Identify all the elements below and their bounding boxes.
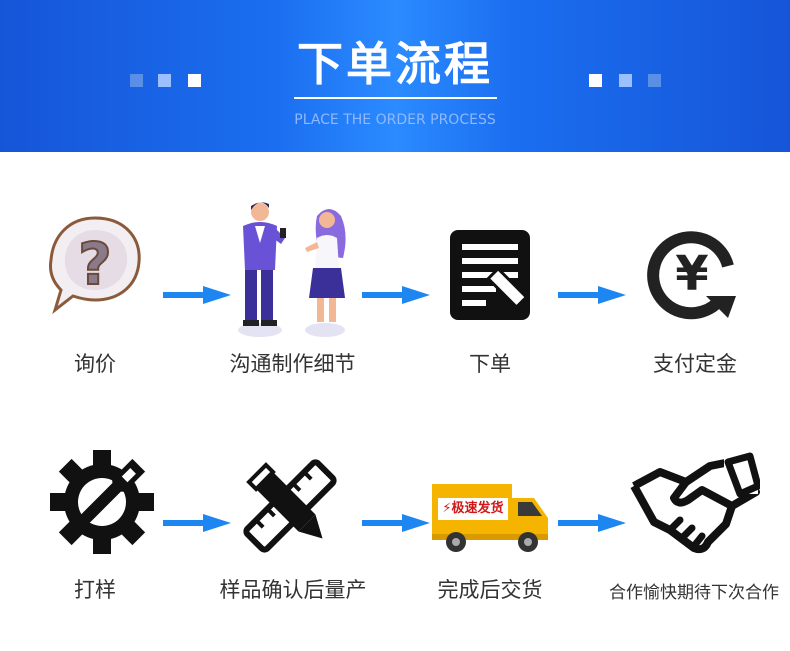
arrow-right-icon bbox=[362, 286, 430, 304]
decor-square bbox=[648, 74, 661, 87]
handshake-icon bbox=[630, 452, 762, 554]
step-label: 合作愉快期待下次合作 bbox=[609, 583, 779, 603]
title-underline bbox=[294, 97, 497, 99]
step-deposit: ¥ bbox=[646, 226, 741, 325]
svg-text:¥: ¥ bbox=[675, 246, 708, 302]
question-bubble-icon: ? bbox=[49, 216, 141, 315]
step-inquiry: ? bbox=[45, 212, 145, 321]
step-label: 询价 bbox=[74, 352, 116, 376]
step-label: 下单 bbox=[469, 352, 511, 376]
step-delivery: ⚡极速发货 bbox=[430, 478, 550, 554]
page-subtitle: PLACE THE ORDER PROCESS bbox=[294, 112, 496, 128]
step-label: 支付定金 bbox=[653, 352, 737, 376]
decor-square bbox=[130, 74, 143, 87]
step-label: 打样 bbox=[74, 578, 116, 602]
step-label: 沟通制作细节 bbox=[229, 352, 356, 376]
step-sampling bbox=[48, 448, 156, 560]
arrow-right-icon bbox=[558, 514, 626, 532]
step-cooperation bbox=[630, 452, 762, 561]
step-label: 样品确认后量产 bbox=[219, 578, 367, 602]
decor-square bbox=[188, 74, 201, 87]
header-banner: 下单流程 PLACE THE ORDER PROCESS bbox=[0, 0, 790, 152]
people-talking-icon bbox=[238, 202, 346, 337]
pencil-ruler-icon bbox=[243, 459, 337, 553]
gear-wrench-icon bbox=[50, 450, 154, 554]
step-communicate bbox=[225, 198, 360, 347]
step-label: 完成后交货 bbox=[437, 578, 543, 602]
arrow-right-icon bbox=[163, 286, 231, 304]
decor-square bbox=[589, 74, 602, 87]
svg-text:?: ? bbox=[78, 230, 112, 298]
step-order bbox=[448, 228, 543, 327]
document-pen-icon bbox=[450, 230, 530, 320]
arrow-right-icon bbox=[163, 514, 231, 532]
arrow-right-icon bbox=[558, 286, 626, 304]
arrow-right-icon bbox=[362, 514, 430, 532]
decor-square bbox=[158, 74, 171, 87]
step-mass-production bbox=[240, 456, 340, 560]
truck-sign: ⚡极速发货 bbox=[438, 498, 508, 520]
page-title: 下单流程 bbox=[297, 37, 493, 91]
decor-square bbox=[619, 74, 632, 87]
yen-coin-icon: ¥ bbox=[647, 231, 736, 320]
